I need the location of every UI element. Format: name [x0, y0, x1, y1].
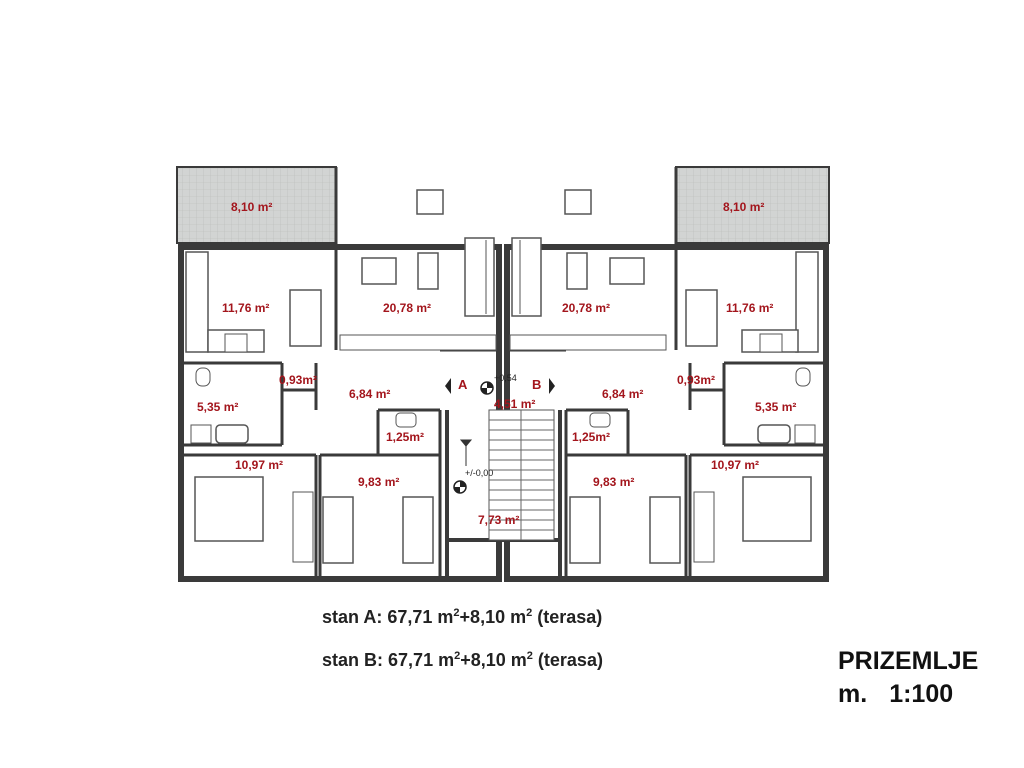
- stair-steps: [489, 410, 554, 540]
- unit-b-terrace-label: 8,10 m²: [723, 200, 764, 214]
- wardrobe-a: [292, 491, 314, 563]
- stove-a: [224, 333, 248, 353]
- single-bed-1-a: [322, 496, 354, 564]
- dining-table-b: [685, 289, 718, 347]
- level-marker-upper-fill: [481, 382, 493, 394]
- unit-a-living-label: 20,78 m²: [383, 301, 431, 315]
- kitchen-counter-b: [795, 251, 819, 353]
- scale-label: m. 1:100: [838, 680, 953, 709]
- unit-a-bath-label: 5,35 m²: [197, 400, 238, 414]
- bathtub-a: [215, 424, 249, 444]
- unit-a-kitchen-label: 11,76 m²: [222, 301, 269, 315]
- scale-prefix: m.: [838, 680, 868, 708]
- unit-b-arrow-icon: [549, 378, 555, 394]
- toilet-a: [195, 367, 211, 387]
- armchair-right-b: [609, 257, 645, 285]
- unit-a-summary-area: 67,71 m: [387, 607, 454, 627]
- unit-a-hall-label: 6,84 m²: [349, 387, 390, 401]
- unit-a-letter: A: [458, 377, 468, 392]
- terrace-b: [675, 166, 830, 244]
- unit-b-summary-label: stan B:: [322, 650, 384, 670]
- unit-b-bath-label: 5,35 m²: [755, 400, 796, 414]
- unit-a-summary: stan A: 67,71 m2+8,10 m2 (terasa): [322, 607, 602, 628]
- armchair-left-a: [361, 257, 397, 285]
- unit-a-arrow-icon: [445, 378, 451, 394]
- stove-b: [759, 333, 783, 353]
- terrace-a: [176, 166, 337, 244]
- coffee-table-a: [417, 252, 439, 290]
- unit-b-summary-note: (terasa): [537, 650, 603, 670]
- unit-b-plan: [504, 166, 830, 582]
- unit-a-terrace-label: 8,10 m²: [231, 200, 272, 214]
- common-staircase: [445, 378, 562, 579]
- coffee-table-b: [566, 252, 588, 290]
- level-marker-lower-fill: [454, 481, 466, 493]
- living-sofa-b: [511, 237, 542, 317]
- unit-a-wc-label: 1,25m²: [386, 430, 424, 444]
- unit-b-summary: stan B: 67,71 m2+8,10 m2 (terasa): [322, 650, 603, 671]
- unit-b-storage-label: 0,93m²: [677, 373, 715, 387]
- unit-b-kitchen-label: 11,76 m²: [726, 301, 773, 315]
- armchair-top-a: [416, 189, 444, 215]
- sink-a: [395, 412, 417, 428]
- tv-unit-b: [509, 334, 667, 351]
- unit-b-wc-label: 1,25m²: [572, 430, 610, 444]
- entry-level-label: +/-0,00: [465, 468, 493, 478]
- unit-b-summary-area: 67,71 m: [388, 650, 455, 670]
- stair-arrow-icon: [459, 439, 473, 466]
- unit-b-bedroom-label: 9,83 m²: [593, 475, 634, 489]
- double-bed-a: [194, 476, 264, 542]
- washer-b: [794, 424, 816, 444]
- landing-area-label: 4,51 m²: [494, 397, 535, 411]
- unit-a-summary-label: stan A:: [322, 607, 383, 627]
- wardrobe-b: [693, 491, 715, 563]
- floor-plan: 8,10 m² 11,76 m² 20,78 m² 0,93m² 6,84 m²…: [176, 166, 830, 582]
- single-bed-2-b: [569, 496, 601, 564]
- scale-value: 1:100: [889, 680, 954, 708]
- double-bed-b: [742, 476, 812, 542]
- unit-b-plus-sup: 2: [526, 650, 533, 662]
- floor-title: PRIZEMLJE: [838, 647, 979, 675]
- washer-a: [190, 424, 212, 444]
- bathtub-b: [757, 424, 791, 444]
- unit-a-summary-note: (terasa): [537, 607, 603, 627]
- unit-b-summary-plus: +8,10 m: [460, 650, 527, 670]
- stair-walls: [445, 410, 562, 579]
- dining-table-a: [289, 289, 322, 347]
- unit-a-plan: [176, 166, 502, 582]
- staircase-area-label: 7,73 m²: [478, 513, 519, 527]
- sink-b: [589, 412, 611, 428]
- toilet-b: [795, 367, 811, 387]
- interior-walls-a: [181, 167, 499, 579]
- armchair-top-b: [564, 189, 592, 215]
- unit-a-master-bedroom-label: 10,97 m²: [235, 458, 283, 472]
- unit-a-bedroom-label: 9,83 m²: [358, 475, 399, 489]
- unit-a-plus-sup: 2: [526, 607, 533, 619]
- tv-unit-a: [339, 334, 497, 351]
- unit-b-area-sup: 2: [454, 650, 461, 662]
- single-bed-1-b: [649, 496, 681, 564]
- unit-a-area-sup: 2: [453, 607, 460, 619]
- unit-b-master-bedroom-label: 10,97 m²: [711, 458, 759, 472]
- unit-a-summary-plus: +8,10 m: [459, 607, 527, 627]
- single-bed-2-a: [402, 496, 434, 564]
- interior-walls-b: [507, 167, 826, 579]
- unit-b-hall-label: 6,84 m²: [602, 387, 643, 401]
- unit-a-storage-label: 0,93m²: [279, 373, 317, 387]
- living-sofa-a: [464, 237, 495, 317]
- landing-level-label: +0,54: [494, 373, 517, 383]
- kitchen-counter-a: [185, 251, 209, 353]
- unit-b-living-label: 20,78 m²: [562, 301, 610, 315]
- unit-b-letter: B: [532, 377, 541, 392]
